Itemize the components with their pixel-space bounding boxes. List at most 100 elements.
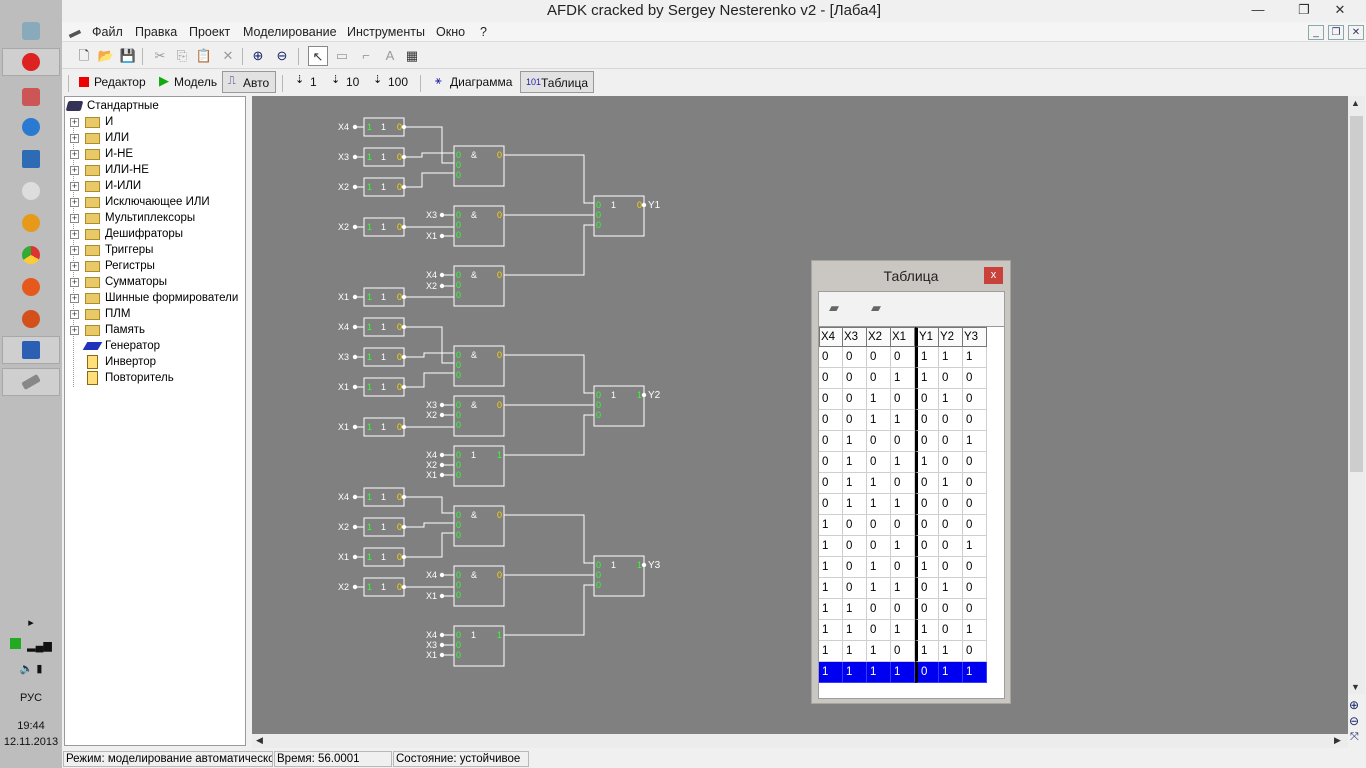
expand-icon[interactable]: +: [70, 245, 79, 255]
taskbar-chrome-icon[interactable]: [14, 242, 48, 268]
taskbar-app-icon[interactable]: [14, 146, 48, 172]
zoom-in-icon[interactable]: ⊕: [1349, 698, 1360, 712]
table-cell: 0: [819, 494, 843, 515]
mdi-restore-button[interactable]: ❐: [1328, 25, 1344, 40]
editor-button[interactable]: Редактор: [74, 71, 150, 93]
vertical-scrollbar[interactable]: ▲ ▼: [1348, 96, 1365, 694]
taskbar-firefox-icon[interactable]: [14, 306, 48, 332]
table-cell: 0: [939, 494, 963, 515]
scroll-down-icon[interactable]: ▼: [1351, 682, 1360, 692]
auto-button[interactable]: ⎍Авто: [222, 71, 276, 93]
table-header-cell[interactable]: X1: [891, 327, 915, 347]
taskbar-word-icon[interactable]: [2, 336, 60, 364]
gate-input-value: 0: [596, 200, 601, 210]
menu-window[interactable]: Окно: [436, 25, 466, 39]
mdi-close-button[interactable]: ✕: [1348, 25, 1364, 40]
minimize-button[interactable]: —: [1251, 2, 1265, 17]
tray-volume-icon[interactable]: 🔈 ▮: [19, 663, 43, 675]
pointer-icon[interactable]: ↖: [308, 46, 328, 66]
taskbar-opera-icon[interactable]: [2, 48, 60, 76]
buffer-input-value: 1: [367, 322, 372, 332]
table-header-cell[interactable]: Y3: [963, 327, 987, 347]
mdi-minimize-button[interactable]: _: [1308, 25, 1324, 40]
menu-edit[interactable]: Правка: [135, 25, 178, 39]
zoom-out-icon[interactable]: ⊖: [276, 48, 288, 63]
expand-icon[interactable]: +: [70, 229, 79, 239]
table-header-cell[interactable]: X3: [843, 327, 867, 347]
taskbar-lightning-icon[interactable]: [14, 114, 48, 140]
step-1-button[interactable]: ⇣1: [295, 74, 317, 90]
input-label: X4: [426, 630, 437, 640]
restore-button[interactable]: ❐: [1298, 2, 1310, 17]
expand-icon[interactable]: +: [70, 181, 79, 191]
tray-language[interactable]: РУС: [19, 692, 43, 704]
expand-icon[interactable]: +: [70, 117, 79, 127]
step-10-button[interactable]: ⇣10: [331, 74, 360, 90]
delete-icon[interactable]: ✕: [222, 48, 234, 63]
taskbar-game-icon[interactable]: [14, 178, 48, 204]
table-tool-icon[interactable]: ▰: [871, 300, 881, 315]
zoom-in-icon[interactable]: ⊕: [252, 48, 264, 63]
zoom-out-icon[interactable]: ⊖: [1349, 714, 1360, 728]
fit-icon[interactable]: ⤧: [1350, 731, 1359, 743]
table-header-cell[interactable]: X4: [819, 327, 843, 347]
expand-icon[interactable]: +: [70, 325, 79, 335]
table-header-cell[interactable]: X2: [867, 327, 891, 347]
expand-icon[interactable]: +: [70, 277, 79, 287]
menu-project[interactable]: Проект: [189, 25, 231, 39]
table-cell: 1: [915, 452, 939, 473]
new-file-icon[interactable]: 🗋: [78, 48, 90, 63]
taskbar-avast-icon[interactable]: [14, 210, 48, 236]
expand-icon[interactable]: +: [70, 293, 79, 303]
expand-icon[interactable]: +: [70, 213, 79, 223]
expand-icon[interactable]: +: [70, 133, 79, 143]
diagram-button[interactable]: ⚹Диаграмма: [435, 75, 513, 89]
expand-icon[interactable]: +: [70, 309, 79, 319]
expand-icon[interactable]: +: [70, 149, 79, 159]
vertical-scroll-thumb[interactable]: [1350, 116, 1363, 472]
save-icon[interactable]: 💾: [119, 48, 137, 63]
taskbar-afdk-icon[interactable]: [2, 368, 60, 396]
dialog-close-button[interactable]: x: [984, 267, 1003, 284]
text-icon[interactable]: A: [385, 48, 395, 63]
menu-modeling[interactable]: Моделирование: [243, 25, 337, 39]
taskbar-browser-icon[interactable]: [14, 274, 48, 300]
taskbar-recycle-icon[interactable]: [14, 18, 48, 44]
tray-date[interactable]: 12.11.2013: [3, 736, 59, 748]
model-button[interactable]: ▶Модель: [159, 73, 218, 89]
horizontal-scrollbar[interactable]: ◀ ▶: [252, 734, 1348, 748]
menu-tools[interactable]: Инструменты: [347, 25, 425, 39]
tray-expand-icon[interactable]: ▸: [28, 617, 34, 629]
menu-help[interactable]: ?: [480, 25, 487, 39]
scroll-right-icon[interactable]: ▶: [1334, 735, 1341, 745]
tray-time[interactable]: 19:44: [17, 720, 45, 732]
copy-icon[interactable]: ⎘: [176, 48, 188, 63]
taskbar-tools-icon[interactable]: [14, 84, 48, 110]
expand-icon[interactable]: +: [70, 165, 79, 175]
tray-icons[interactable]: ▂▄▆: [0, 638, 62, 652]
paste-icon[interactable]: 📋: [195, 48, 213, 63]
buffer-input-value: 1: [367, 422, 372, 432]
menu-file[interactable]: Файл: [92, 25, 123, 39]
expand-icon[interactable]: +: [70, 197, 79, 207]
scroll-left-icon[interactable]: ◀: [256, 735, 263, 745]
expand-icon[interactable]: +: [70, 261, 79, 271]
app-menu-icon[interactable]: ▬: [65, 23, 83, 41]
properties-icon[interactable]: ▦: [405, 48, 419, 63]
open-folder-icon[interactable]: 📂: [97, 48, 115, 63]
step-100-button[interactable]: ⇣100: [373, 74, 409, 90]
block-icon[interactable]: ▭: [335, 48, 349, 63]
gate-block: [453, 505, 505, 547]
scroll-up-icon[interactable]: ▲: [1351, 98, 1360, 108]
table-header-cell[interactable]: Y1: [915, 327, 939, 347]
table-cell: 1: [819, 515, 843, 536]
table-header-cell[interactable]: Y2: [939, 327, 963, 347]
wire-icon[interactable]: ⌐: [362, 48, 370, 63]
close-button[interactable]: ✕: [1334, 2, 1346, 17]
gate-output-value: 1: [497, 630, 502, 640]
table-tool-icon[interactable]: ▰: [829, 300, 839, 315]
cut-icon[interactable]: ✂: [154, 48, 166, 63]
